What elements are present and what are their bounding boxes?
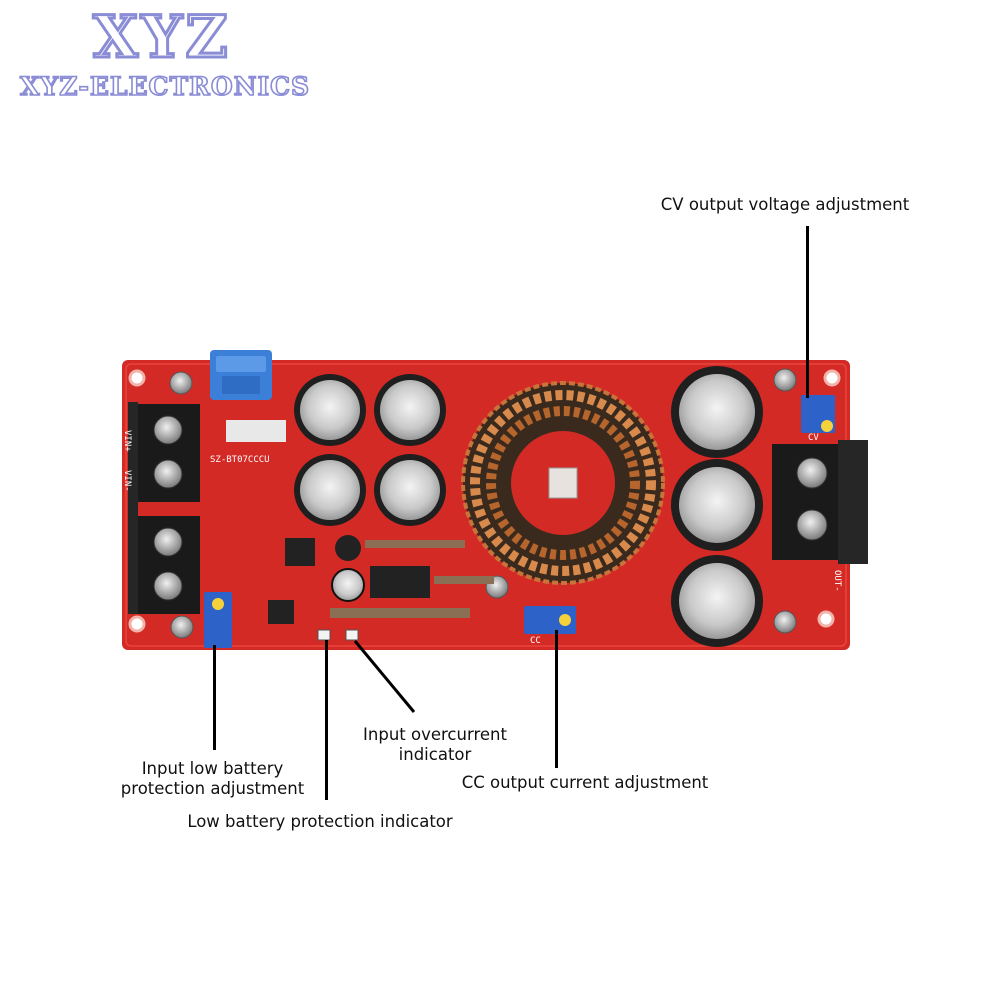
callout-cc-output-current: CC output current adjustment [461, 773, 709, 792]
smd-components [226, 420, 494, 624]
overcurrent-led [345, 629, 359, 641]
potentiometers [204, 395, 835, 648]
silk-vin-minus: VIN- [122, 470, 132, 492]
callout-cv-output-voltage: CV output voltage adjustment [660, 195, 910, 214]
brand-logo: XYZ XYZ-ELECTRONICS [0, 0, 310, 110]
silk-out-minus: OUT- [832, 570, 842, 592]
mounting-holes [128, 369, 841, 633]
callout-low-battery-indicator: Low battery protection indicator [187, 812, 453, 831]
input-terminal-block [128, 402, 200, 614]
callout-input-overcurrent: Input overcurrent indicator [330, 725, 540, 765]
callout-input-overcurrent-line2: indicator [398, 745, 472, 764]
silkscreen-labels: SZ-BT07CCCU CC CV VIN+ VIN- OUT- [122, 430, 842, 646]
silk-cv: CV [808, 433, 819, 443]
logo-sub-text: XYZ-ELECTRONICS [19, 71, 311, 102]
toroid-inductor [461, 381, 665, 585]
output-terminal-block [772, 440, 868, 564]
logo-main-text: XYZ [92, 3, 231, 71]
silk-vin-plus: VIN+ [122, 430, 132, 452]
output-capacitors [671, 366, 763, 647]
blade-fuse [210, 350, 272, 400]
silk-module: SZ-BT07CCCU [210, 455, 270, 465]
callout-input-overcurrent-line1: Input overcurrent [363, 725, 507, 744]
lowbatt-adj-callout-line [213, 645, 216, 750]
cv-callout-line [806, 226, 809, 398]
callout-low-battery-adjustment-line1: Input low battery [141, 759, 284, 778]
silk-cc: CC [530, 636, 541, 646]
cc-callout-line [555, 630, 558, 768]
lowbatt-indicator-callout-line [325, 640, 328, 800]
small-capacitor [331, 568, 365, 602]
input-capacitors [294, 374, 446, 526]
callout-low-battery-adjustment-line2: protection adjustment [120, 779, 305, 798]
callout-low-battery-adjustment: Input low battery protection adjustment [100, 759, 325, 799]
low-battery-led [317, 629, 331, 641]
